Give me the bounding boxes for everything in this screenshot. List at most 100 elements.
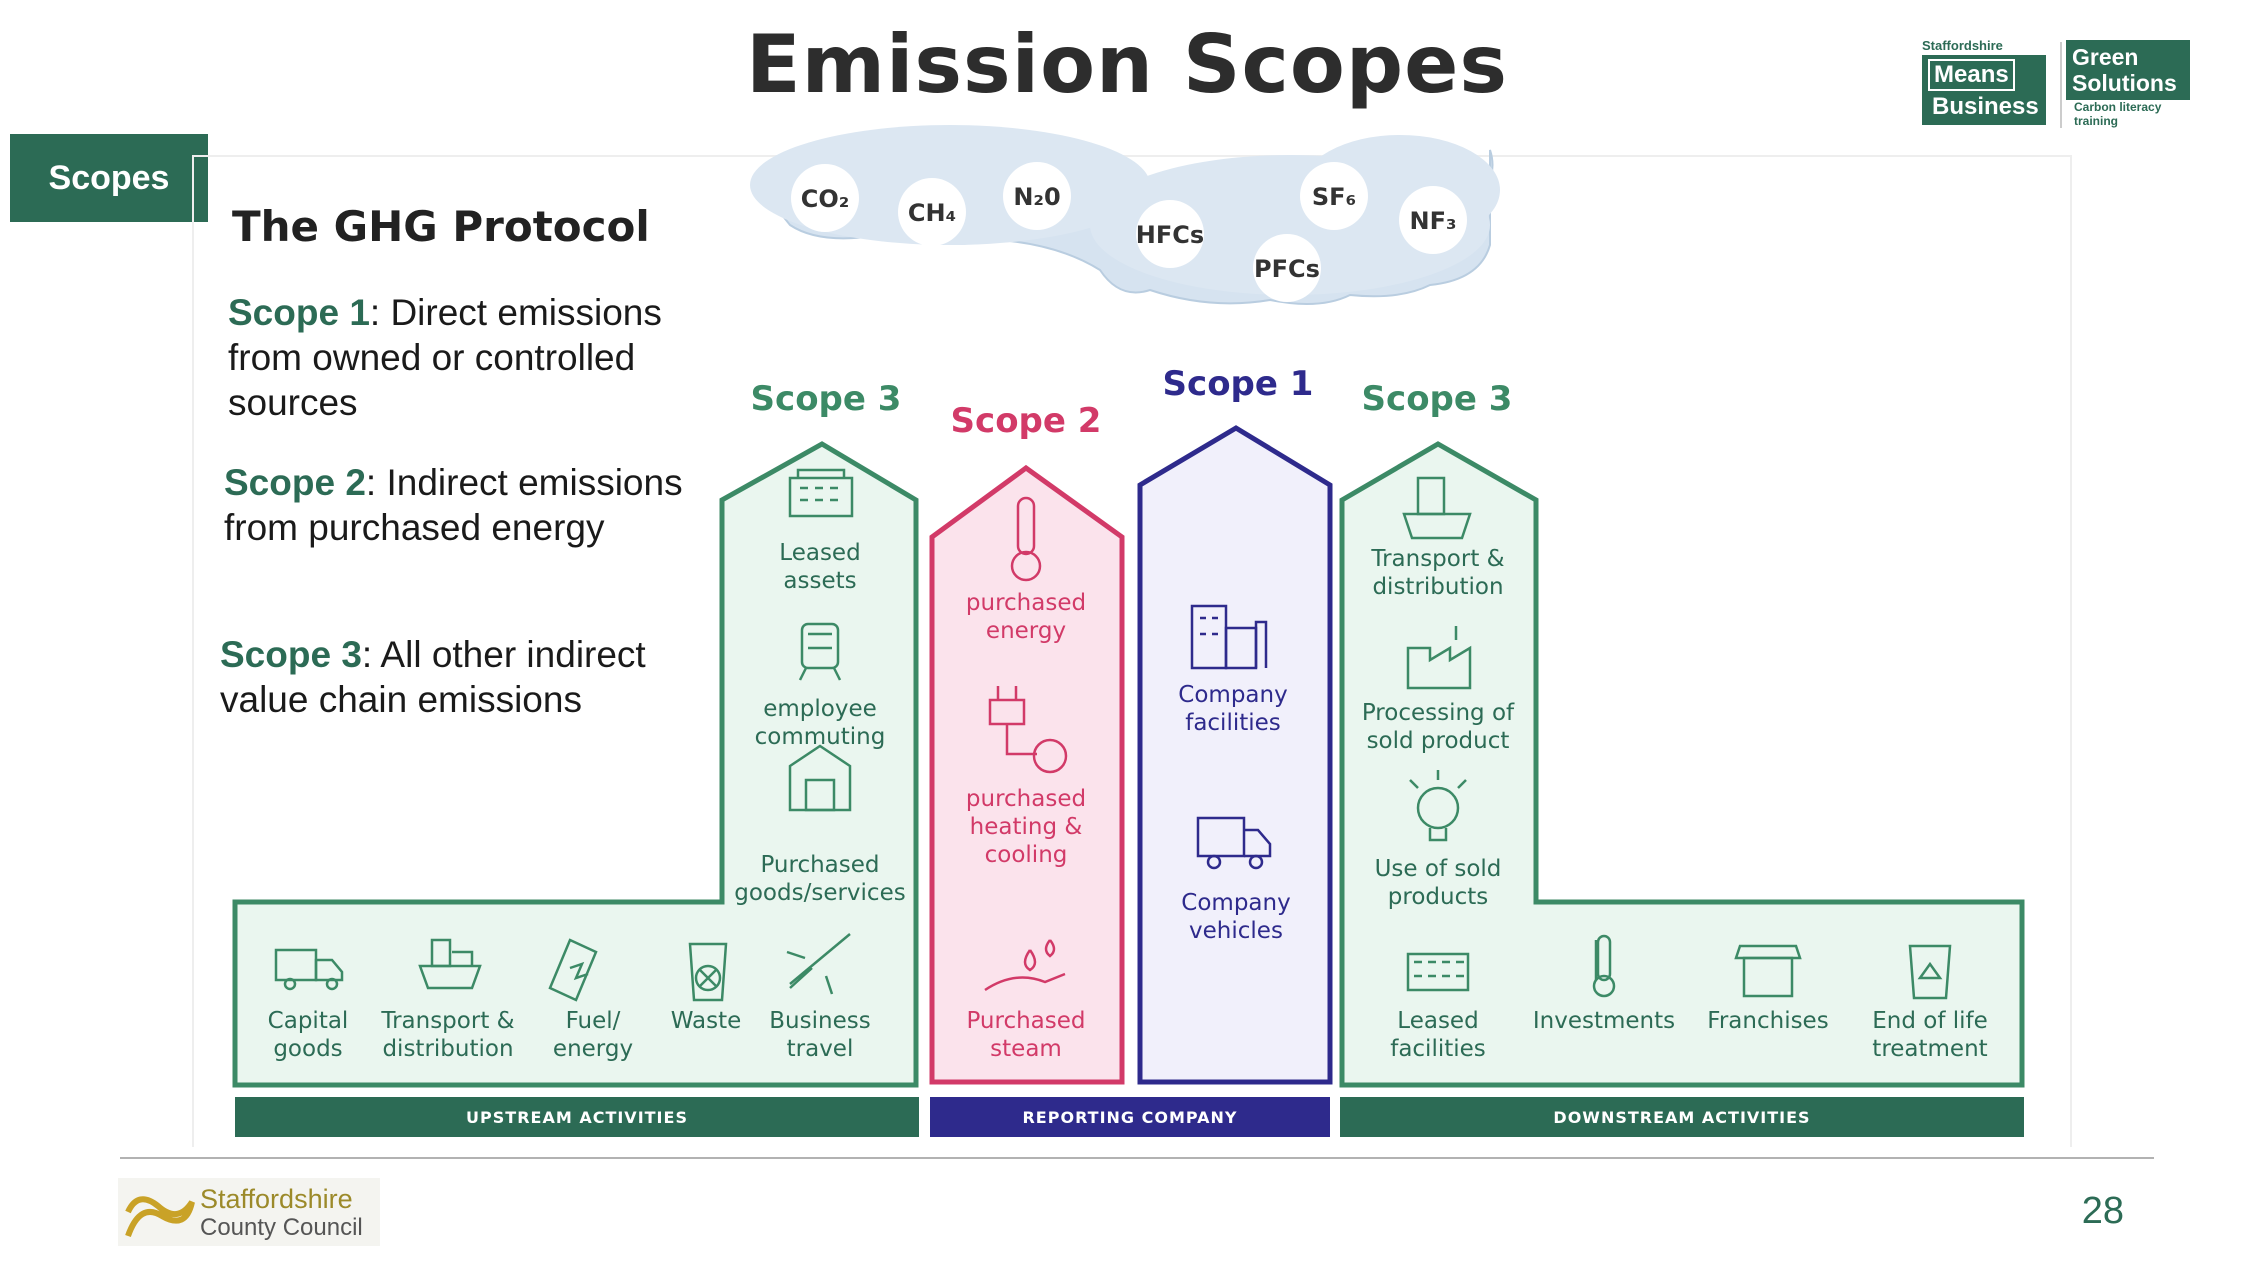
capital-goods-label-line: Capital	[268, 1008, 349, 1034]
company-facilities-label-line: facilities	[1185, 710, 1281, 736]
steam-icon	[984, 939, 1066, 992]
gas-nf3: NF₃	[1410, 207, 1457, 235]
protocol-heading: The GHG Protocol	[232, 202, 650, 251]
downstream-bar	[1340, 1097, 2024, 1137]
section-tag: Scopes	[10, 134, 208, 222]
employee-commuting-label-line: commuting	[755, 724, 886, 750]
processing-label-line: sold product	[1367, 728, 1510, 754]
fuel-energy-label-line: energy	[553, 1036, 633, 1062]
factory-icon	[1406, 626, 1472, 690]
gas-co2: CO₂	[801, 185, 850, 213]
transport-down-label-line: distribution	[1372, 574, 1503, 600]
icons-navy	[1190, 604, 1272, 870]
fuel-energy-label-line: Fuel/	[566, 1008, 621, 1034]
transport-up-label-line: distribution	[382, 1036, 513, 1062]
business-travel-label-line: Business	[769, 1008, 870, 1034]
item-labels: LeasedassetsemployeecommutingPurchasedgo…	[268, 540, 1988, 1062]
downstream-shape	[1339, 441, 2025, 1088]
council-line1: Staffordshire	[200, 1184, 353, 1214]
bin-icon	[1908, 944, 1952, 1000]
end-of-life-label-line: treatment	[1872, 1036, 1987, 1062]
fuel-icon	[548, 938, 598, 1002]
logo-business: Business	[1932, 93, 2039, 120]
ship-icon	[418, 938, 482, 990]
purchased-goods-label-line: goods/services	[734, 880, 905, 906]
scope3-downstream-heading: Scope 3	[1362, 379, 1513, 419]
employee-commuting-label-line: employee	[763, 696, 877, 722]
page-number: 28	[2081, 1190, 2124, 1232]
icons-pink	[984, 496, 1068, 992]
purchased-heating-label-line: cooling	[985, 842, 1068, 868]
end-of-life-label-line: End of life	[1872, 1008, 1988, 1034]
reporting-bar-label: REPORTING COMPANY	[1022, 1108, 1237, 1127]
use-sold-label-line: Use of sold	[1375, 856, 1502, 882]
stafford-knot-icon	[125, 1196, 195, 1238]
logo-top: Staffordshire	[1922, 38, 2003, 53]
logo-green: Green	[2072, 44, 2139, 70]
upstream-shape	[232, 441, 919, 1088]
purchased-heating-label-line: heating &	[970, 814, 1083, 840]
purchased-steam-label-line: Purchased	[966, 1008, 1085, 1034]
gas-n2o: N₂0	[1013, 183, 1060, 211]
waste-label-line: Waste	[671, 1008, 742, 1034]
content-panel	[192, 155, 2072, 1147]
purchased-energy-label-line: purchased	[966, 590, 1086, 616]
means-business-logo: Staffordshire Means Business	[1922, 38, 2046, 125]
scope1-shape	[1137, 425, 1333, 1085]
van-icon	[1196, 816, 1272, 870]
bulb-icon	[1409, 770, 1467, 842]
scope1-term: Scope 1	[228, 292, 370, 333]
transport-down-label-line: Transport &	[1370, 546, 1504, 572]
scope3-term: Scope 3	[220, 634, 362, 675]
purchased-heating-label-line: purchased	[966, 786, 1086, 812]
leased-facilities-label-line: Leased	[1397, 1008, 1478, 1034]
reporting-bar	[930, 1097, 1330, 1137]
facilities-icon	[1190, 604, 1268, 670]
scope1-definition: Scope 1: Direct emissions from owned or …	[228, 290, 688, 425]
franchise-icon	[1734, 944, 1802, 998]
truck-icon	[274, 948, 344, 991]
leased-assets-label-line: assets	[783, 568, 856, 594]
investments-label-line: Investments	[1533, 1008, 1675, 1034]
train-icon	[798, 622, 842, 681]
company-vehicles-label-line: Company	[1181, 890, 1290, 916]
processing-label-line: Processing of	[1362, 700, 1515, 726]
upstream-bar	[235, 1097, 919, 1137]
green-solutions-logo: Green Solutions Carbon literacy training	[2066, 40, 2190, 128]
logo-sub1: Carbon literacy	[2074, 100, 2162, 114]
scope1-heading: Scope 1	[1163, 364, 1314, 404]
scope2-shape	[929, 464, 1125, 1085]
gas-pfcs: PFCs	[1254, 255, 1320, 283]
franchises-label-line: Franchises	[1707, 1008, 1828, 1034]
upstream-bar-label: UPSTREAM ACTIVITIES	[466, 1108, 688, 1127]
leased-assets-icon	[788, 468, 854, 518]
plug-icon	[988, 686, 1068, 774]
business-travel-label-line: travel	[787, 1036, 854, 1062]
scope2-definition: Scope 2: Indirect emissions from purchas…	[224, 460, 684, 550]
company-vehicles-label-line: vehicles	[1189, 918, 1283, 944]
logo-solutions: Solutions	[2072, 70, 2177, 96]
plane-icon	[786, 933, 851, 995]
leased-facilities-label-line: facilities	[1390, 1036, 1486, 1062]
thermometer-down-icon	[1592, 934, 1616, 998]
purchased-goods-label-line: Purchased	[760, 852, 879, 878]
logo-divider	[2060, 42, 2062, 128]
page-title: Emission Scopes	[746, 18, 1508, 111]
icons-green	[274, 468, 1952, 1002]
capital-goods-label-line: goods	[273, 1036, 342, 1062]
scope1-text: : Direct emissions from owned or control…	[228, 292, 662, 423]
scope2-term: Scope 2	[224, 462, 366, 503]
logo-sub2: training	[2074, 114, 2118, 128]
leased-facilities-icon	[1406, 952, 1470, 992]
gas-hfcs: HFCs	[1136, 221, 1204, 249]
scope3-upstream-heading: Scope 3	[751, 379, 902, 419]
gas-cloud: CO₂ CH₄ N₂0 HFCs PFCs SF₆ NF₃	[750, 125, 1500, 305]
transport-up-label-line: Transport &	[380, 1008, 514, 1034]
scope2-heading: Scope 2	[951, 401, 1102, 441]
use-sold-label-line: products	[1388, 884, 1488, 910]
warehouse-icon	[788, 744, 852, 812]
downstream-bar-label: DOWNSTREAM ACTIVITIES	[1553, 1108, 1810, 1127]
ship-down-icon	[1402, 476, 1472, 540]
logo-means: Means	[1928, 59, 2015, 91]
